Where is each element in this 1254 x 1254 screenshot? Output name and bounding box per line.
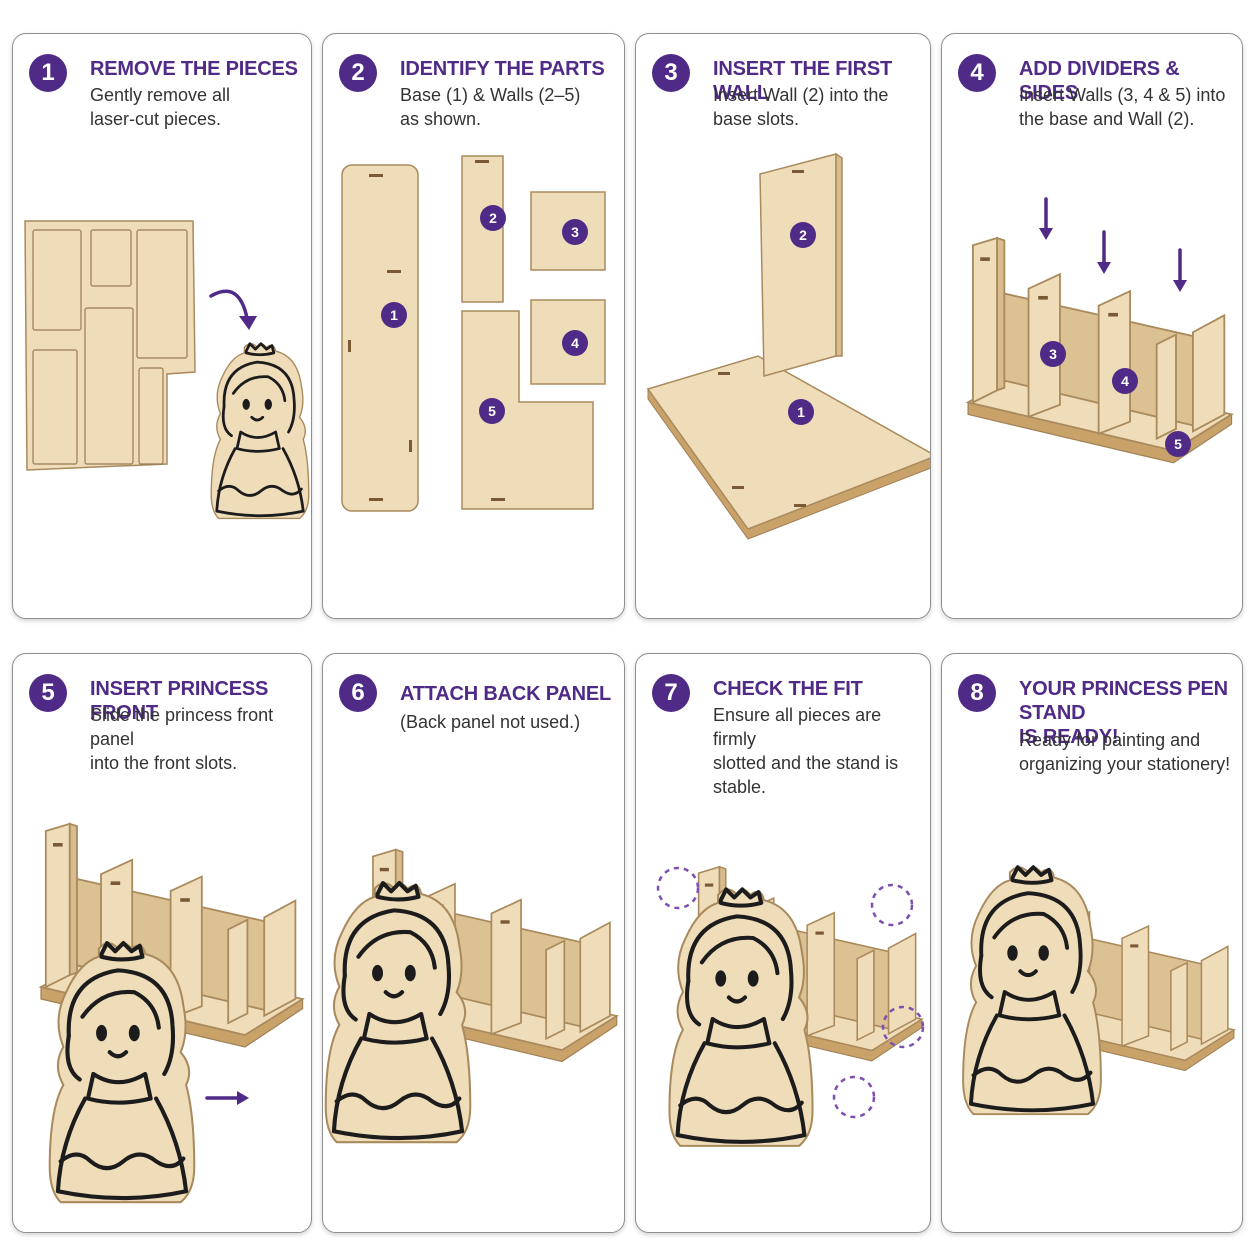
- svg-text:1: 1: [797, 404, 805, 420]
- step-title: INSERT PRINCESS FRONT: [90, 678, 269, 724]
- part-label-2: 2: [480, 205, 506, 231]
- first-wall-illustration: 2 1: [646, 152, 930, 540]
- step-card-3: 3 INSERT THE FIRST WALL Insert Wall (2) …: [635, 33, 931, 619]
- step-description: Base (1) & Walls (2–5) as shown.: [400, 85, 581, 129]
- svg-text:3: 3: [571, 224, 579, 240]
- step-title: CHECK THE FIT: [713, 678, 863, 700]
- svg-text:5: 5: [488, 403, 496, 419]
- step-title: REMOVE THE PIECES: [90, 58, 298, 80]
- fit-check-circle: [832, 1075, 876, 1119]
- svg-text:2: 2: [799, 227, 807, 243]
- step-card-5: 5 INSERT PRINCESS FRONT Slide the prince…: [12, 653, 312, 1233]
- step-card-2: 2 IDENTIFY THE PARTS Base (1) & Walls (2…: [322, 33, 625, 619]
- svg-text:3: 3: [1049, 346, 1057, 362]
- finished-stand-illustration: [942, 654, 1235, 1232]
- step-description: Ensure all pieces are firmly slotted and…: [713, 705, 899, 797]
- step-number-badge: 7: [652, 674, 690, 712]
- step-card-1: 1 REMOVE THE PIECES Gently remove all la…: [12, 33, 312, 619]
- step-title: INSERT THE FIRST WALL: [713, 58, 893, 104]
- step-description: (Back panel not used.): [400, 712, 581, 732]
- check-fit-illustration: [656, 865, 925, 1232]
- step-number-badge: 5: [29, 674, 67, 712]
- step-card-8: 8 YOUR PRINCESS PEN STAND IS READY! Read…: [941, 653, 1243, 1233]
- step-number-badge: 2: [339, 54, 377, 92]
- fit-check-circle: [656, 866, 700, 910]
- part-label-3: 3: [1040, 341, 1066, 367]
- dividers-illustration: 3 4 5: [966, 197, 1233, 465]
- part-label-4: 4: [562, 330, 588, 356]
- fit-check-circle: [881, 1005, 925, 1049]
- step-description: Insert Walls (3, 4 & 5) into the base an…: [1019, 85, 1226, 129]
- parts-layout-illustration: 1 2 3 4 5: [341, 155, 606, 512]
- svg-text:5: 5: [1174, 436, 1182, 452]
- part-label-5: 5: [1165, 431, 1191, 457]
- step-title: ATTACH BACK PANEL: [400, 683, 612, 705]
- princess-front-illustration: [39, 822, 304, 1232]
- step-title: IDENTIFY THE PARTS: [400, 58, 605, 80]
- back-panel-illustration: [323, 848, 618, 1232]
- step-number-badge: 4: [958, 54, 996, 92]
- step-description: Gently remove all laser-cut pieces.: [90, 85, 231, 129]
- step-description: Slide the princess front panel into the …: [90, 705, 274, 773]
- svg-text:4: 4: [571, 335, 579, 351]
- step-card-6: 6 ATTACH BACK PANEL (Back panel not used…: [322, 653, 625, 1233]
- part-label-5: 5: [479, 398, 505, 424]
- step-card-4: 4 ADD DIVIDERS & SIDES Insert Walls (3, …: [941, 33, 1243, 619]
- fit-check-circle: [870, 883, 914, 927]
- part-label-3: 3: [562, 219, 588, 245]
- step-description: Insert Wall (2) into the base slots.: [713, 85, 889, 129]
- step-number-badge: 8: [958, 674, 996, 712]
- step-number-badge: 3: [652, 54, 690, 92]
- step-title: ADD DIVIDERS & SIDES: [1019, 58, 1180, 104]
- svg-text:4: 4: [1121, 373, 1129, 389]
- step-card-7: 7 CHECK THE FIT Ensure all pieces are fi…: [635, 653, 931, 1233]
- part-label-1: 1: [788, 399, 814, 425]
- step-number-badge: 6: [339, 674, 377, 712]
- laser-cut-sheet-illustration: [24, 220, 311, 520]
- step-title: YOUR PRINCESS PEN STAND IS READY!: [1019, 678, 1228, 748]
- svg-text:2: 2: [489, 210, 497, 226]
- part-label-1: 1: [381, 302, 407, 328]
- part-label-2: 2: [790, 222, 816, 248]
- step-description: Ready for painting and organizing your s…: [1019, 730, 1231, 774]
- svg-text:1: 1: [390, 307, 398, 323]
- step-number-badge: 1: [29, 54, 67, 92]
- part-label-4: 4: [1112, 368, 1138, 394]
